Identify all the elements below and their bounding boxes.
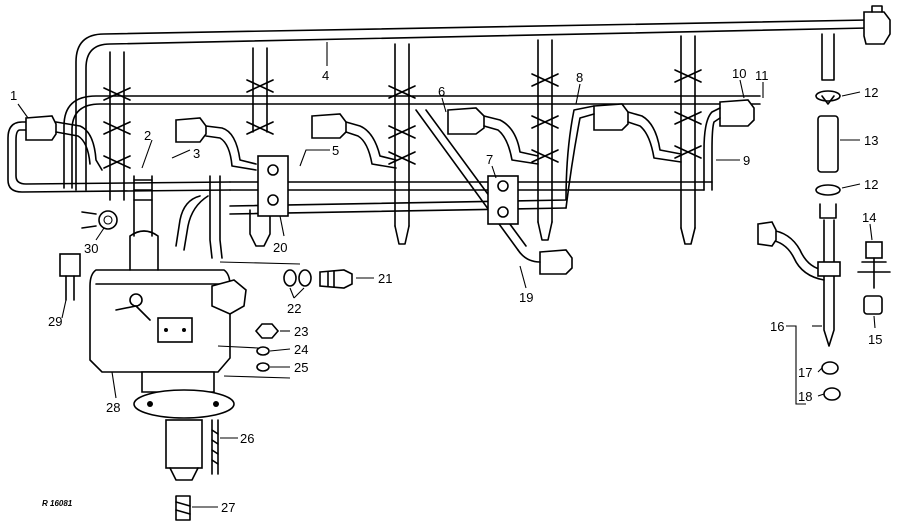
callout-14: 14 — [862, 210, 876, 225]
callout-21: 21 — [378, 271, 392, 286]
callout-12b: 12 — [864, 177, 878, 192]
callout-1: 1 — [10, 88, 17, 103]
callout-23: 23 — [294, 324, 308, 339]
callout-25: 25 — [294, 360, 308, 375]
line-clamps — [257, 155, 519, 225]
fitting-parts — [254, 269, 353, 372]
callout-6: 6 — [438, 84, 445, 99]
nozzle-detail-parts — [757, 33, 891, 405]
callout-28: 28 — [106, 400, 120, 415]
callout-26: 26 — [240, 431, 254, 446]
callout-20: 20 — [273, 240, 287, 255]
callout-29: 29 — [48, 314, 62, 329]
callout-27: 27 — [221, 500, 235, 515]
callout-5: 5 — [332, 143, 339, 158]
callout-16: 16 — [770, 319, 784, 334]
callout-15: 15 — [868, 332, 882, 347]
callout-7: 7 — [486, 152, 493, 167]
return-line — [63, 95, 761, 189]
callout-13: 13 — [864, 133, 878, 148]
leader-lines — [17, 42, 876, 508]
callout-9: 9 — [743, 153, 750, 168]
callout-17: 17 — [798, 365, 812, 380]
callout-22: 22 — [287, 301, 301, 316]
callout-30: 30 — [84, 241, 98, 256]
callout-10: 10 — [732, 66, 746, 81]
callout-12a: 12 — [864, 85, 878, 100]
callout-4: 4 — [322, 68, 329, 83]
callout-8: 8 — [576, 70, 583, 85]
callout-18: 18 — [798, 389, 812, 404]
callout-3: 3 — [193, 146, 200, 161]
callout-2: 2 — [144, 128, 151, 143]
injection-nozzles — [103, 35, 702, 247]
callout-numbers: 1 2 3 4 5 6 7 8 9 10 11 12 13 12 14 15 1… — [10, 66, 882, 515]
callout-19: 19 — [519, 290, 533, 305]
injection-lines — [7, 99, 755, 275]
injection-pump — [59, 175, 247, 521]
callout-11: 11 — [755, 68, 769, 83]
callout-24: 24 — [294, 342, 308, 357]
figure-reference: R 16081 — [42, 499, 73, 508]
leak-off-line — [75, 5, 891, 191]
